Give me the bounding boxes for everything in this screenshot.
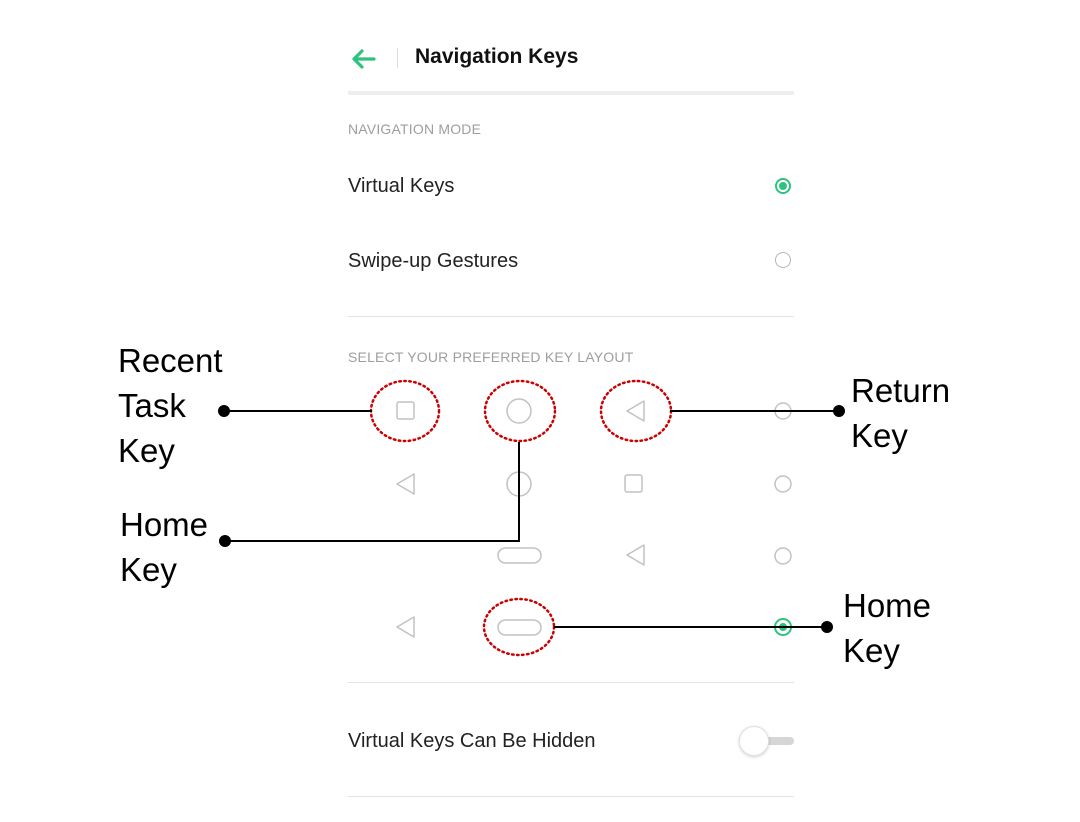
header-divider bbox=[397, 48, 398, 68]
header-bottom-bar bbox=[348, 91, 794, 95]
back-button[interactable] bbox=[350, 46, 378, 72]
option-swipe-up-label[interactable]: Swipe-up Gestures bbox=[348, 250, 519, 272]
annotation-line: Key bbox=[851, 417, 908, 454]
key-layout-row-3[interactable] bbox=[497, 544, 792, 566]
arrow-left-icon bbox=[352, 49, 376, 69]
annotation-line: Home bbox=[120, 506, 209, 543]
radio-virtual-keys[interactable] bbox=[775, 178, 791, 194]
divider bbox=[348, 796, 794, 797]
highlight-return-key bbox=[599, 379, 673, 443]
annotation-line: Key bbox=[120, 551, 177, 588]
leader-dot-return bbox=[833, 405, 845, 417]
leader-dot-home-right bbox=[821, 621, 833, 633]
annotation-line: Key bbox=[843, 632, 900, 669]
return-triangle-icon bbox=[396, 473, 415, 495]
home-pill-icon bbox=[497, 547, 542, 564]
divider bbox=[348, 682, 794, 683]
divider bbox=[348, 316, 794, 317]
annotation-line: Recent bbox=[118, 342, 223, 379]
annotation-line: Task bbox=[118, 387, 186, 424]
highlight-home-pill-key bbox=[482, 597, 556, 657]
annotation-home-key-left: Home Key bbox=[120, 502, 208, 592]
hidden-keys-label: Virtual Keys Can Be Hidden bbox=[348, 730, 596, 752]
home-pill-icon bbox=[497, 619, 542, 636]
radio-swipe-up-gestures[interactable] bbox=[775, 252, 791, 268]
key-layout-row-2[interactable] bbox=[396, 471, 792, 497]
return-triangle-icon bbox=[396, 616, 415, 638]
annotation-home-key-right: Home Key bbox=[843, 583, 931, 673]
home-circle-icon bbox=[506, 398, 532, 424]
toggle-knob[interactable] bbox=[739, 726, 769, 756]
return-triangle-icon bbox=[626, 400, 645, 422]
radio-layout-2[interactable] bbox=[774, 475, 792, 493]
radio-layout-3[interactable] bbox=[774, 547, 792, 565]
annotation-line: Key bbox=[118, 432, 175, 469]
annotation-return-key: Return Key bbox=[851, 368, 950, 458]
page-title: Navigation Keys bbox=[415, 45, 579, 68]
annotation-line: Return bbox=[851, 372, 951, 409]
annotation-recent-task-key: Recent Task Key bbox=[118, 338, 223, 473]
leader-home-left bbox=[225, 442, 520, 542]
hidden-keys-toggle[interactable] bbox=[760, 737, 794, 745]
highlight-home-key bbox=[483, 379, 557, 443]
return-triangle-icon bbox=[626, 544, 645, 566]
annotation-line: Home bbox=[843, 587, 932, 624]
option-virtual-keys-label[interactable]: Virtual Keys bbox=[348, 175, 455, 197]
leader-dot-recent-task bbox=[218, 405, 230, 417]
section-key-layout: SELECT YOUR PREFERRED KEY LAYOUT bbox=[348, 349, 634, 365]
leader-dot-home-left bbox=[219, 535, 231, 547]
highlight-recent-task-key bbox=[369, 379, 441, 443]
section-navigation-mode: NAVIGATION MODE bbox=[348, 121, 482, 137]
recent-task-square-icon bbox=[396, 401, 415, 420]
recent-task-square-icon bbox=[624, 474, 643, 493]
